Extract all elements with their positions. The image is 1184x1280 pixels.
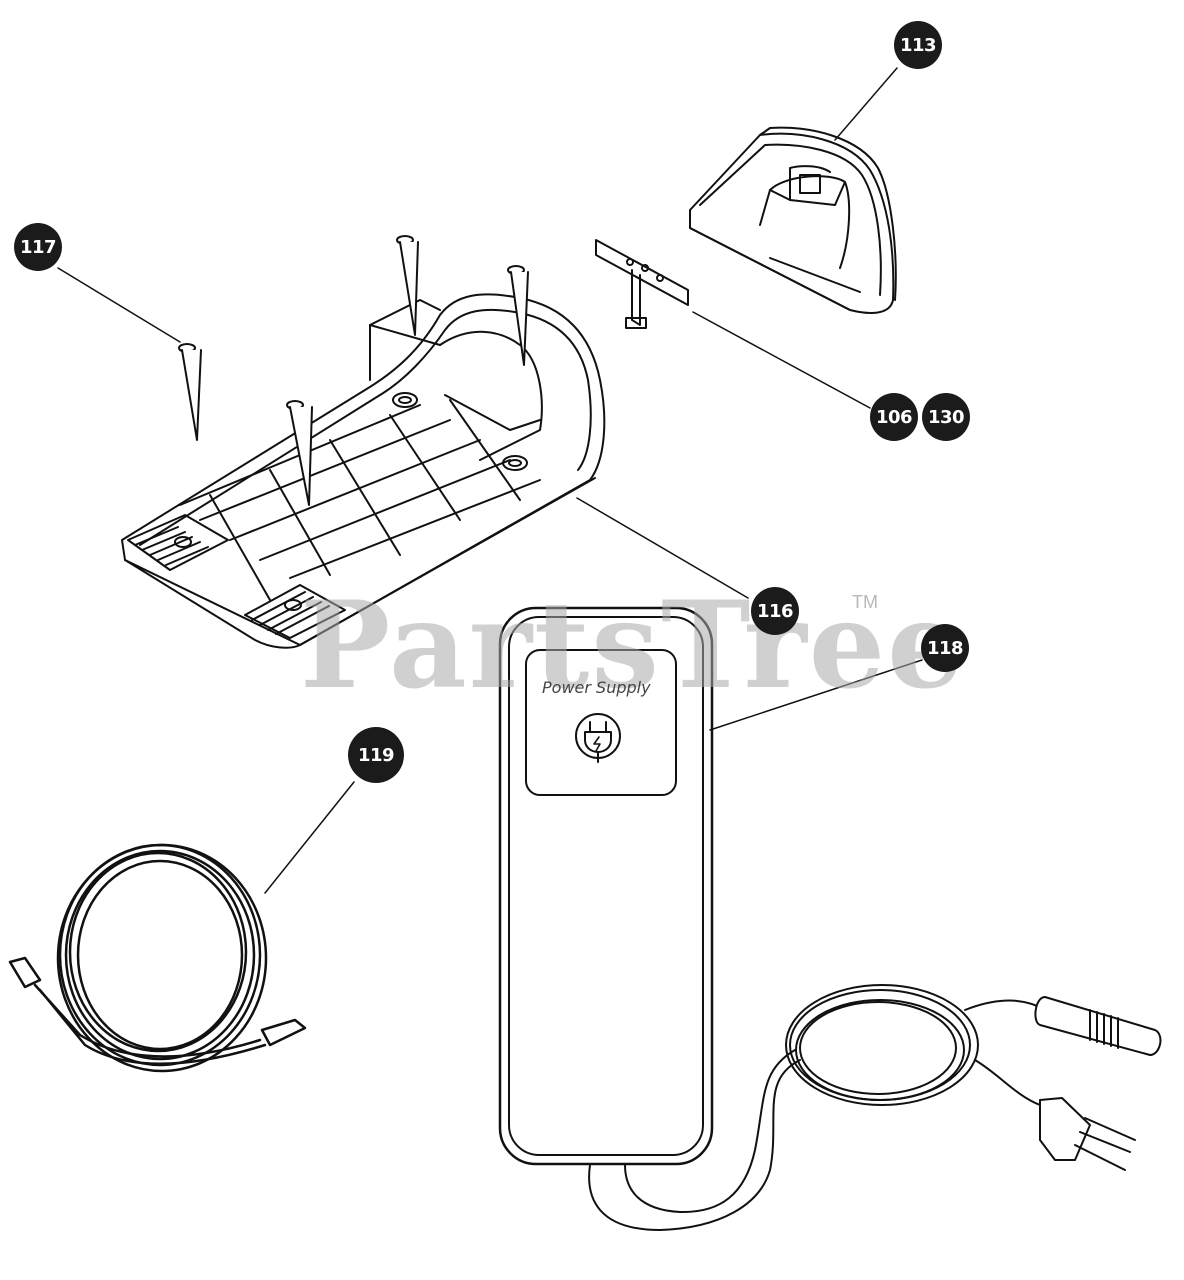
part-106-plate: [595, 239, 689, 329]
part-113-cover: [689, 126, 897, 314]
callout-117[interactable]: 117: [14, 223, 62, 271]
callout-106[interactable]: 106: [870, 393, 918, 441]
part-119-cable-coil: [8, 843, 307, 1073]
part-117-pegs-mounted: [286, 235, 529, 506]
part-118-power-supply: [498, 606, 1162, 1231]
part-117-peg-loose: [178, 343, 202, 441]
callout-119[interactable]: 119: [348, 727, 404, 783]
leader-lines: [57, 67, 923, 894]
callout-118[interactable]: 118: [921, 624, 969, 672]
power-supply-label: Power Supply: [542, 678, 651, 697]
callout-130[interactable]: 130: [922, 393, 970, 441]
part-116-base-plate: [121, 293, 606, 649]
callout-113[interactable]: 113: [894, 21, 942, 69]
callout-116[interactable]: 116: [751, 587, 799, 635]
